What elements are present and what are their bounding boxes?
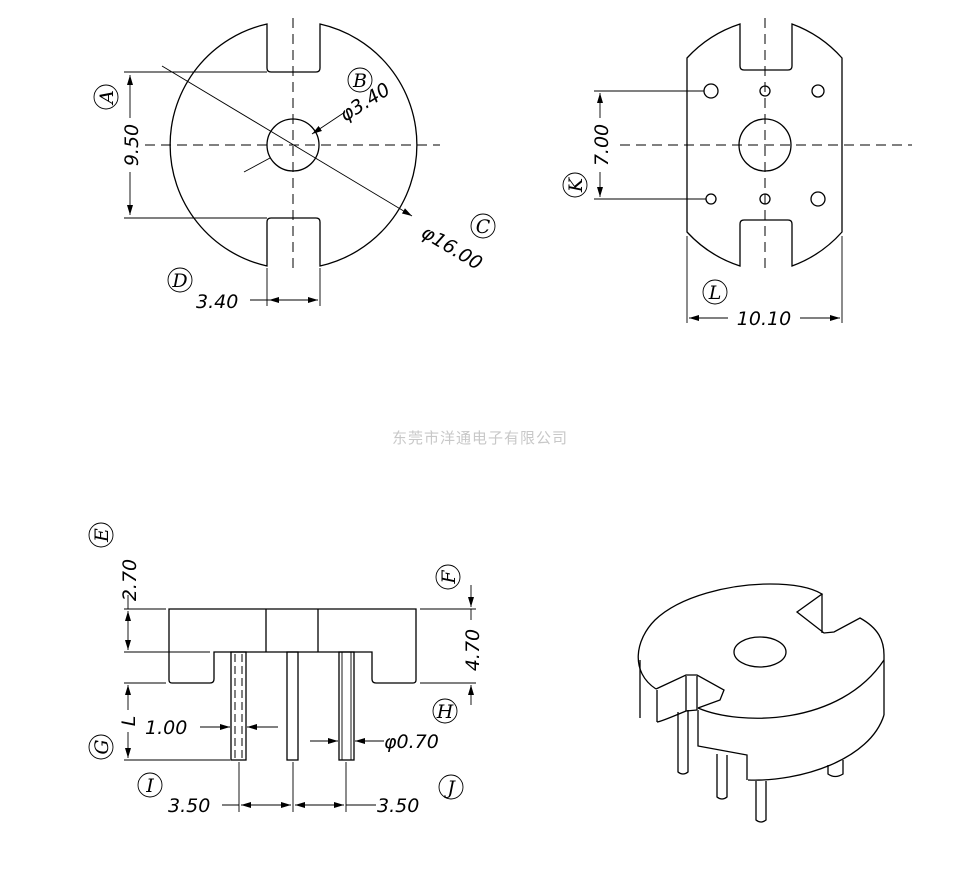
iso-pin xyxy=(677,710,689,775)
dim-top-height: 2.70 xyxy=(119,559,141,601)
svg-text:J: J xyxy=(443,777,456,799)
dim-height: 9.50 xyxy=(121,124,143,166)
label-l: L xyxy=(702,279,728,305)
label-d: D xyxy=(167,267,193,293)
svg-text:H: H xyxy=(436,701,454,723)
dim-pin-spacing: 7.00 xyxy=(591,124,613,166)
dim-pin-dia: φ0.70 xyxy=(384,731,439,753)
svg-text:B: B xyxy=(352,70,367,92)
label-k: K xyxy=(562,172,588,198)
watermark: 东莞市洋通电子有限公司 xyxy=(392,429,568,447)
label-a: A xyxy=(93,84,119,110)
svg-text:D: D xyxy=(171,270,187,292)
svg-text:E: E xyxy=(91,528,113,543)
hole-dia-leader-2 xyxy=(243,157,271,173)
pin-hole xyxy=(810,191,826,207)
svg-text:A: A xyxy=(96,90,118,106)
svg-text:C: C xyxy=(476,216,491,238)
pin-right xyxy=(338,651,355,761)
pin-left xyxy=(230,651,247,761)
iso-pin xyxy=(755,781,767,823)
pin-hole xyxy=(811,84,825,98)
bottom-view-outline xyxy=(686,23,843,267)
dim-total-height: 4.70 xyxy=(462,629,484,671)
dim-pin-width: 1.00 xyxy=(145,717,187,739)
svg-text:G: G xyxy=(91,739,113,754)
svg-text:K: K xyxy=(565,176,587,193)
dim-pin-length: L xyxy=(118,716,140,727)
bottom-view: 7.00 10.10 K L xyxy=(562,18,912,330)
label-c: C xyxy=(470,213,496,239)
svg-text:I: I xyxy=(145,775,154,797)
pin-hole xyxy=(705,193,717,205)
iso-pin xyxy=(716,754,728,800)
label-i: I xyxy=(137,772,163,798)
label-b: B xyxy=(347,67,373,93)
top-view-outline xyxy=(169,23,418,267)
outer-dia-leader xyxy=(161,65,413,217)
svg-text:L: L xyxy=(708,282,722,304)
dim-spacing-left: 3.50 xyxy=(168,795,210,817)
side-view-body xyxy=(168,608,417,684)
side-view: 2.70 L 1.00 φ0.70 4.70 3.50 3.50 E F G xyxy=(88,522,484,817)
label-f: F xyxy=(435,564,461,590)
dim-slot: 3.40 xyxy=(196,291,238,313)
iso-center-hole xyxy=(733,636,787,668)
pin-middle xyxy=(286,651,299,761)
label-e: E xyxy=(88,522,114,548)
dim-spacing-right: 3.50 xyxy=(377,795,419,817)
pin-hole xyxy=(703,83,719,99)
svg-text:F: F xyxy=(438,570,460,585)
top-view: 9.50 3.40 φ3.40 φ16.00 A B C D xyxy=(93,18,496,313)
dim-flat-width: 10.10 xyxy=(737,308,791,330)
isometric-view xyxy=(637,583,885,823)
hole-dia-leader xyxy=(311,111,346,135)
label-j: J xyxy=(438,774,464,800)
label-h: H xyxy=(432,698,458,724)
label-g: G xyxy=(88,734,114,760)
iso-pin xyxy=(827,760,844,778)
